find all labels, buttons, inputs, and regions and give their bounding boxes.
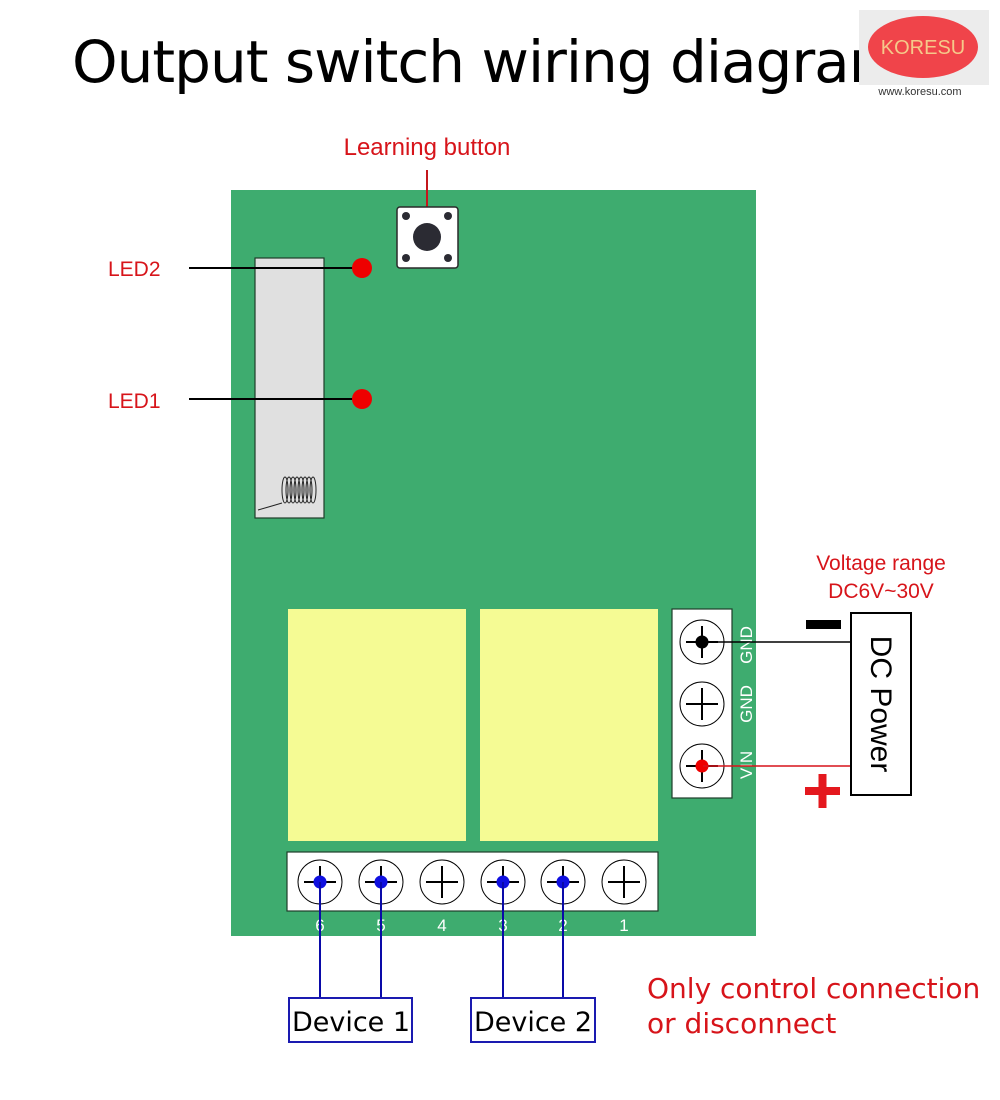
device-2-box [470, 997, 596, 1043]
note-line-1: Only control connection [647, 972, 980, 1005]
device-2-label: Device 2 [474, 1007, 592, 1038]
antenna-coil-icon [257, 476, 317, 511]
button-pin-icon [444, 212, 452, 220]
button-pin-icon [402, 212, 410, 220]
logo-ellipse [868, 16, 978, 78]
led1-indicator [352, 389, 372, 409]
learning-button-label: Learning button [344, 134, 511, 161]
wire-connection-dot [695, 759, 709, 773]
output-terminal-block: 654321 [286, 851, 659, 935]
output-terminal-housing [286, 851, 659, 912]
dc-power-supply: DC Power [850, 612, 912, 796]
note-line-2: or disconnect [647, 1007, 836, 1040]
page-title: Output switch wiring diagram [72, 28, 904, 96]
wire-connection-dot [695, 635, 709, 649]
device-wires [319, 882, 564, 998]
output-terminal-4[interactable] [419, 859, 465, 905]
learning-button[interactable] [396, 206, 459, 269]
terminal-number-label: 1 [619, 916, 628, 935]
device-2: Device 2 [470, 997, 596, 1043]
logo-url: www.koresu.com [877, 86, 961, 98]
led2-label: LED2 [108, 258, 161, 281]
power-terminal-gnd-2[interactable] [679, 681, 725, 727]
minus-sign-icon [806, 620, 841, 629]
power-terminal-block: GND GND VIN [671, 608, 756, 799]
terminal-label-gnd-2: GND [737, 685, 756, 723]
relay-1 [288, 609, 466, 841]
button-pin-icon [444, 254, 452, 262]
dc-power-label: DC Power [864, 636, 897, 773]
receiver-module-body [254, 257, 325, 519]
voltage-range-label: Voltage range [816, 552, 946, 575]
dc-power-box [850, 612, 912, 796]
terminal-number-label: 4 [437, 916, 446, 935]
plus-sign-icon [805, 774, 840, 808]
logo-brand: KORESU [881, 37, 965, 59]
terminal-label-vin: VIN [737, 751, 756, 779]
relay-2 [480, 609, 658, 841]
device-1: Device 1 [288, 997, 413, 1043]
power-terminal-vin-3[interactable] [679, 743, 725, 789]
terminal-label-gnd-1: GND [737, 626, 756, 664]
koresu-logo: KORESU www.koresu.com [859, 10, 989, 98]
device-1-label: Device 1 [292, 1007, 410, 1038]
device-1-box [288, 997, 413, 1043]
led1-label: LED1 [108, 390, 161, 413]
voltage-range-value: DC6V~30V [828, 580, 934, 603]
output-terminal-1[interactable] [601, 859, 647, 905]
button-cap-icon [413, 223, 441, 251]
led2-indicator [352, 258, 372, 278]
receiver-module [254, 257, 325, 519]
button-pin-icon [402, 254, 410, 262]
